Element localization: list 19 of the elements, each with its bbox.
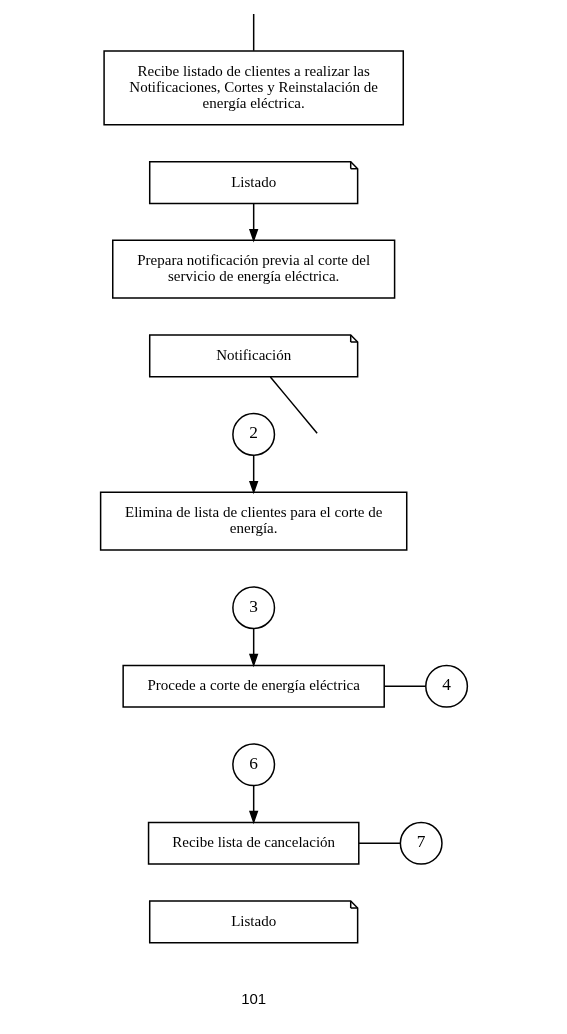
arrow: [248, 785, 258, 825]
arrow: [248, 454, 258, 495]
connector: [383, 685, 426, 687]
node-circle: 3: [231, 586, 275, 630]
connector: [357, 842, 401, 845]
node-box: Elimina de lista de clientes para el corte de energía.: [99, 491, 407, 551]
arrow: [248, 202, 258, 243]
node-box: Procede a corte de energía eléctrica: [121, 664, 385, 708]
connector: [252, 13, 254, 52]
node-circle: 4: [424, 664, 468, 708]
connector: [269, 376, 318, 434]
node-circle: 2: [231, 412, 275, 456]
node-box: Recibe lista de cancelación: [147, 821, 360, 865]
node-box: Recibe listado de clientes a realizar las Notificaciones, Cortes y Reinstalación de energía eléctrica.: [102, 50, 404, 126]
label: 101: [240, 990, 266, 1008]
node-circle: 7: [399, 821, 443, 865]
arrow: [248, 628, 258, 668]
node-circle: 6: [231, 743, 275, 787]
node-box: Prepara notificación previa al corte del servicio de energía eléctrica.: [111, 239, 395, 299]
